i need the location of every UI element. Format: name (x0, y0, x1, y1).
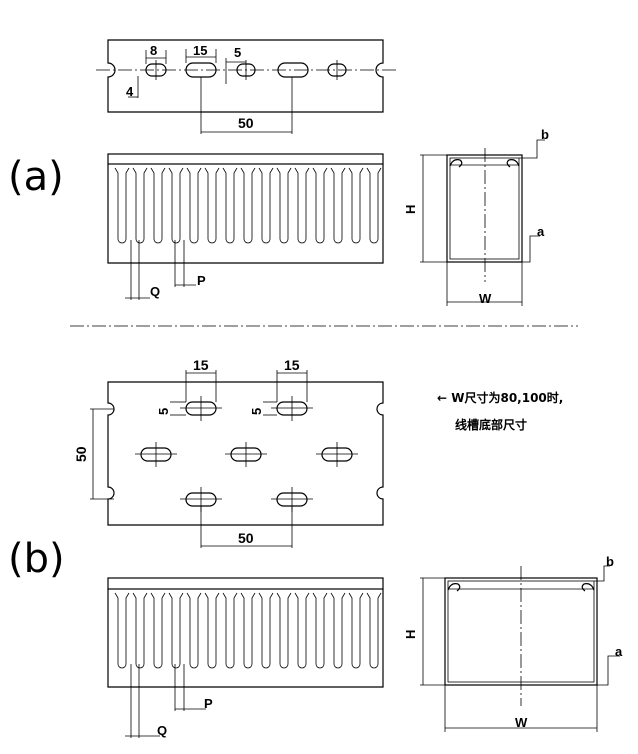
b-cross-section-view: H W b a (403, 554, 623, 732)
b-dim-15-left: 15 (193, 357, 209, 373)
b-dim-w: W (515, 715, 528, 730)
b-comb-teeth (114, 592, 382, 669)
a-dim-q: Q (150, 284, 160, 299)
b-dim-b: b (606, 554, 614, 569)
a-dim-50: 50 (238, 115, 254, 131)
section-a: 8 15 5 4 50 (a) (8, 39, 549, 306)
section-b: 15 15 5 5 50 50 ← W尺寸为80,100时, 线槽底部尺寸 (8, 357, 623, 738)
a-side-comb-view: Q P (107, 153, 384, 300)
a-dim-p: P (197, 273, 206, 288)
b-side-comb-view: Q P (107, 577, 384, 738)
a-comb-teeth (114, 167, 382, 244)
a-bottom-plate-view: 8 15 5 4 50 (96, 39, 396, 134)
a-dim-8: 8 (150, 43, 157, 58)
section-b-label: (b) (8, 536, 65, 582)
a-dim-5: 5 (234, 45, 241, 60)
b-dim-p: P (204, 696, 213, 711)
b-dim-h: H (403, 630, 418, 639)
a-dim-b: b (541, 127, 549, 142)
b-dim-q: Q (157, 723, 167, 738)
b-dim-5-right: 5 (249, 408, 264, 415)
note-line-2: 线槽底部尺寸 (455, 417, 527, 432)
b-dim-5-left: 5 (156, 408, 171, 415)
note-line-1: ← W尺寸为80,100时, (437, 390, 563, 405)
a-dim-h: H (403, 205, 418, 214)
a-dim-4: 4 (126, 84, 134, 99)
a-dim-15: 15 (193, 43, 207, 58)
b-dim-a: a (615, 644, 623, 659)
section-a-label: (a) (8, 154, 64, 200)
b-dim-15-right: 15 (284, 357, 300, 373)
a-dim-w: W (479, 291, 492, 306)
b-dim-50-horizontal: 50 (238, 530, 254, 546)
b-dim-50-vertical: 50 (73, 446, 89, 462)
a-cross-section-view: H W b a (403, 127, 549, 306)
a-dim-a: a (537, 224, 545, 239)
b-bottom-plate-view: 15 15 5 5 50 50 (73, 357, 384, 548)
